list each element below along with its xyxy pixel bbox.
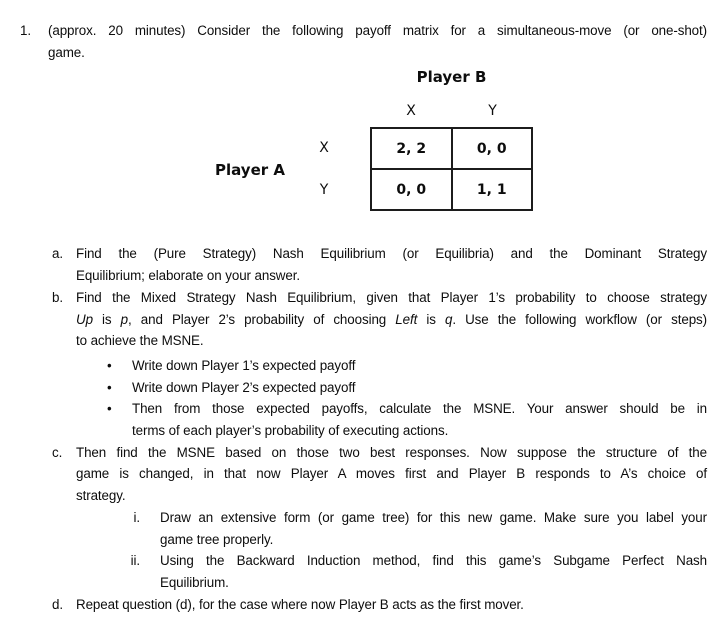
part-c-line-1: Then find the MSNE based on those two be… [76, 444, 707, 460]
part-c-label: c. [52, 444, 63, 460]
question-intro-line-2: game. [48, 44, 85, 60]
bullet-item-3: • Then from those expected payoffs, calc… [107, 398, 707, 441]
part-a-label: a. [52, 246, 63, 262]
question-intro-text: (approx. 20 minutes) Consider the follow… [48, 20, 707, 63]
part-d-text: Repeat question (d), for the case where … [76, 594, 707, 616]
part-b-line-2: Up is p, and Player 2’s probability of c… [76, 309, 707, 331]
part-c-text: Then find the MSNE based on those two be… [76, 442, 707, 507]
part-b-item: b. Find the Mixed Strategy Nash Equilibr… [52, 287, 707, 352]
part-a-item: a. Find the (Pure Strategy) Nash Equilib… [52, 243, 707, 286]
bullet-2-text: Write down Player 2’s expected payoff [132, 379, 356, 395]
subpart-i-label: i. [133, 509, 141, 525]
part-d-label: d. [52, 596, 63, 612]
bullet-icon: • [107, 401, 112, 417]
col-player-label: Player B [416, 68, 487, 87]
bullet-icon: • [107, 357, 112, 373]
question-1-intro: 1. (approx. 20 minutes) Consider the fol… [20, 20, 707, 63]
row-strategy-label-x: X [319, 140, 329, 157]
payoff-grid: 2, 2 0, 0 0, 0 1, 1 [370, 127, 533, 212]
subpart-i-item: i. Draw an extensive form (or game tree)… [100, 507, 708, 550]
italic-term-q: q [444, 311, 453, 327]
text-segment: , and Player 2’s probability of choosing [128, 311, 396, 327]
subpart-ii-label: ii. [130, 553, 140, 569]
workflow-bullet-list: • Write down Player 1’s expected payoff … [0, 355, 728, 442]
row-player-label: Player A [215, 161, 285, 180]
subpart-ii-item: ii. Using the Backward Induction method,… [100, 550, 707, 593]
part-a-line-2: Equilibrium; elaborate on your answer. [76, 268, 300, 284]
subpart-ii-text: Using the Backward Induction method, fin… [140, 550, 707, 593]
part-a-line-1: Find the (Pure Strategy) Nash Equilibriu… [76, 246, 707, 262]
part-b-line-3: to achieve the MSNE. [76, 333, 204, 349]
part-d-item: d. Repeat question (d), for the case whe… [52, 594, 707, 616]
bullet-item-1: • Write down Player 1’s expected payoff [107, 355, 707, 377]
payoff-cell-yx: 0, 0 [371, 169, 452, 211]
bullet-3-line-1: Then from those expected payoffs, calcul… [132, 401, 707, 417]
italic-term-up: Up [76, 311, 93, 327]
subpart-i-line-1: Draw an extensive form (or game tree) fo… [160, 509, 707, 525]
col-strategy-label-y: Y [488, 103, 497, 120]
italic-term-p: p [120, 311, 129, 327]
payoff-cell-yy: 1, 1 [451, 169, 532, 211]
part-b-line-1: Find the Mixed Strategy Nash Equilibrium… [76, 289, 707, 305]
subpart-i-line-2: game tree properly. [160, 531, 274, 547]
payoff-matrix-section: Player B X Y Player A X Y 2, 2 0, 0 0, 0… [0, 63, 728, 213]
col-strategy-label-x: X [406, 103, 416, 120]
part-c-item: c. Then find the MSNE based on those two… [52, 442, 707, 507]
part-c-line-2: game is changed, in that now Player A mo… [76, 466, 707, 482]
bullet-item-2: • Write down Player 2’s expected payoff [107, 377, 707, 399]
part-a-text: Find the (Pure Strategy) Nash Equilibriu… [76, 243, 707, 286]
subpart-ii-line-2: Equilibrium. [160, 574, 229, 590]
italic-term-left: Left [395, 311, 418, 327]
part-b-label: b. [52, 289, 63, 305]
text-segment: is [417, 311, 445, 327]
part-c-line-3: strategy. [76, 488, 126, 504]
text-segment: . Use the following workflow (or steps) [452, 311, 708, 327]
question-parts: a. Find the (Pure Strategy) Nash Equilib… [0, 243, 728, 615]
document-page: 1. (approx. 20 minutes) Consider the fol… [0, 20, 728, 615]
part-b-text: Find the Mixed Strategy Nash Equilibrium… [76, 287, 707, 352]
subpart-ii-line-1: Using the Backward Induction method, fin… [160, 553, 707, 569]
subpart-i-text: Draw an extensive form (or game tree) fo… [140, 507, 707, 550]
payoff-cell-xx: 2, 2 [371, 128, 452, 170]
bullet-3-line-2: terms of each player’s probability of ex… [132, 423, 449, 439]
question-intro-line-1: (approx. 20 minutes) Consider the follow… [48, 23, 707, 38]
payoff-cell-xy: 0, 0 [451, 128, 532, 170]
question-number-label: 1. [20, 23, 31, 38]
part-d-line-1: Repeat question (d), for the case where … [76, 596, 524, 612]
bullet-icon: • [107, 379, 112, 395]
bullet-1-text: Write down Player 1’s expected payoff [132, 357, 356, 373]
row-strategy-label-y: Y [319, 182, 329, 199]
text-segment: is [92, 311, 121, 327]
